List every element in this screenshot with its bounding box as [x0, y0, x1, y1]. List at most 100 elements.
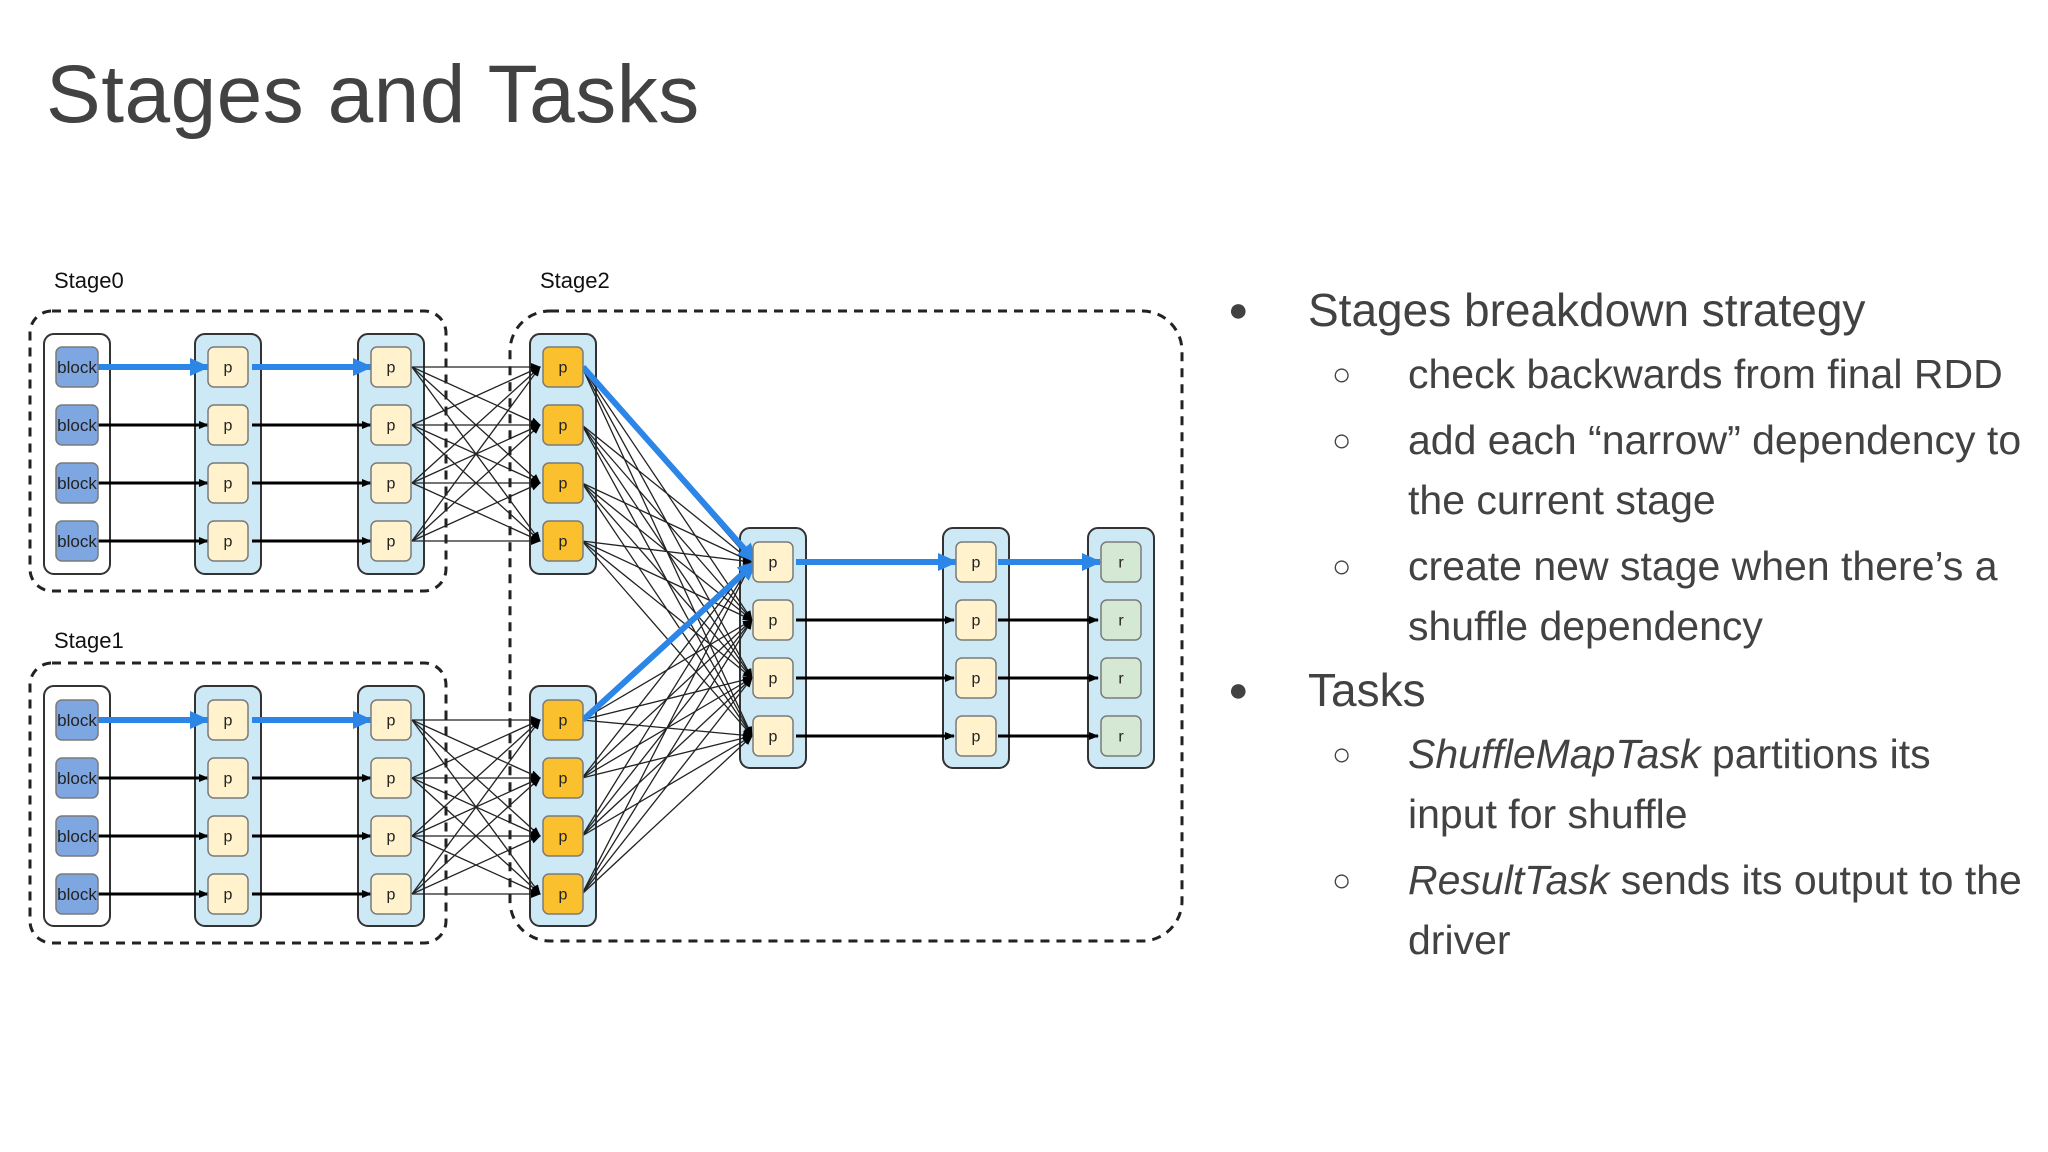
partition-node-label: p: [769, 555, 778, 572]
partition-node-label: p: [224, 713, 233, 730]
stage-label: Stage2: [540, 268, 610, 293]
shuffle-partition-node-label: p: [559, 713, 568, 730]
partition-node: [955, 541, 997, 583]
partition-node: [752, 541, 794, 583]
partition-node-label: p: [224, 887, 233, 904]
partition-column: [739, 527, 807, 769]
highlight-edge: [580, 559, 759, 723]
shuffle-edge: [581, 540, 753, 565]
sub-bullet-check-backwards: ○ check backwards from final RDD: [1228, 344, 2028, 404]
sub-bullet-resulttask: ○ ResultTask sends its output to the dri…: [1228, 850, 2028, 970]
block-node-label: block: [57, 474, 97, 493]
shuffle-edge: [581, 619, 753, 895]
shuffle-edge: [411, 719, 541, 895]
shuffle-edge: [581, 735, 753, 895]
shuffle-partition-node: [542, 346, 584, 388]
slide-title: Stages and Tasks: [46, 49, 700, 140]
bullet-tasks: ● Tasks: [1228, 662, 2028, 718]
block-node-label: block: [57, 711, 97, 730]
shuffle-edge: [581, 677, 753, 895]
shuffle-partition-node-label: p: [559, 534, 568, 551]
shuffle-edge: [411, 777, 541, 895]
sub-bullet-circle-icon: ○: [1332, 356, 1352, 392]
partition-node: [207, 404, 249, 446]
block-node: [55, 462, 99, 504]
partition-node-label: p: [224, 771, 233, 788]
partition-node: [207, 699, 249, 741]
partition-node: [370, 873, 412, 915]
shuffle-edge: [411, 719, 541, 837]
block-node: [55, 520, 99, 562]
partition-node: [370, 462, 412, 504]
shuffle-partition-node: [542, 462, 584, 504]
block-node-label: block: [57, 885, 97, 904]
partition-node: [752, 657, 794, 699]
partition-node: [370, 757, 412, 799]
block-node-label: block: [57, 358, 97, 377]
result-node: [1100, 541, 1142, 583]
shuffle-column: [529, 333, 597, 575]
stage1-frame: [28, 661, 448, 945]
bullet-text: Stages breakdown strategy: [1308, 284, 1866, 336]
partition-column: [357, 685, 425, 927]
result-node: [1100, 599, 1142, 641]
partition-column: [194, 333, 262, 575]
result-node-label: r: [1118, 729, 1124, 746]
block-column: [43, 333, 111, 575]
block-node: [55, 404, 99, 446]
partition-node: [207, 757, 249, 799]
sub-bullet-text: partitions its input for shuffle: [1408, 731, 1931, 837]
result-node-label: r: [1118, 613, 1124, 630]
shuffle-edge: [581, 561, 753, 837]
highlight-edge: [580, 365, 759, 564]
sub-bullet-text: check backwards from final RDD: [1408, 351, 2003, 397]
shuffle-partition-node-label: p: [559, 476, 568, 493]
task-name: ShuffleMapTask: [1408, 731, 1701, 777]
block-node-label: block: [57, 769, 97, 788]
shuffle-partition-node-label: p: [559, 829, 568, 846]
stage-label: Stage1: [54, 628, 124, 653]
shuffle-partition-node-label: p: [559, 418, 568, 435]
partition-node-label: p: [769, 729, 778, 746]
shuffle-partition-node: [542, 873, 584, 915]
shuffle-partition-node-label: p: [559, 360, 568, 377]
shuffle-edge: [581, 561, 753, 779]
partition-node-label: p: [769, 613, 778, 630]
partition-node-label: p: [972, 613, 981, 630]
partition-node-label: p: [972, 555, 981, 572]
task-name: ResultTask: [1408, 857, 1610, 903]
sub-bullet-circle-icon: ○: [1332, 422, 1352, 458]
sub-bullet-circle-icon: ○: [1332, 548, 1352, 584]
bullet-text: Tasks: [1308, 664, 1426, 716]
bullet-stages-breakdown: ● Stages breakdown strategy: [1228, 282, 2028, 338]
bullet-dot-icon: ●: [1228, 291, 1249, 329]
shuffle-partition-node: [542, 699, 584, 741]
sub-bullet-shufflemaptask: ○ ShuffleMapTask partitions its input fo…: [1228, 724, 2028, 844]
bullet-dot-icon: ●: [1228, 671, 1249, 709]
stage0-frame: [28, 309, 448, 593]
partition-node: [370, 346, 412, 388]
stage2-frame: [508, 309, 1184, 943]
shuffle-edge: [411, 366, 541, 484]
partition-node: [207, 873, 249, 915]
block-node-label: block: [57, 827, 97, 846]
partition-node: [370, 815, 412, 857]
partition-node: [955, 657, 997, 699]
shuffle-edge: [581, 482, 753, 563]
shuffle-edge: [411, 835, 541, 895]
partition-node: [752, 715, 794, 757]
stages-diagram: block p p p block p p p block p p p block p p p block p p p…: [28, 268, 1184, 945]
block-node: [55, 757, 99, 799]
partition-node-label: p: [769, 671, 778, 688]
partition-node: [370, 404, 412, 446]
block-node-label: block: [57, 416, 97, 435]
shuffle-edge: [411, 719, 541, 779]
shuffle-edge: [581, 540, 753, 737]
partition-node: [207, 815, 249, 857]
partition-node-label: p: [224, 534, 233, 551]
result-node: [1100, 715, 1142, 757]
partition-node-label: p: [387, 829, 396, 846]
shuffle-edge: [411, 424, 541, 542]
shuffle-partition-node-label: p: [559, 887, 568, 904]
partition-node-label: p: [387, 418, 396, 435]
